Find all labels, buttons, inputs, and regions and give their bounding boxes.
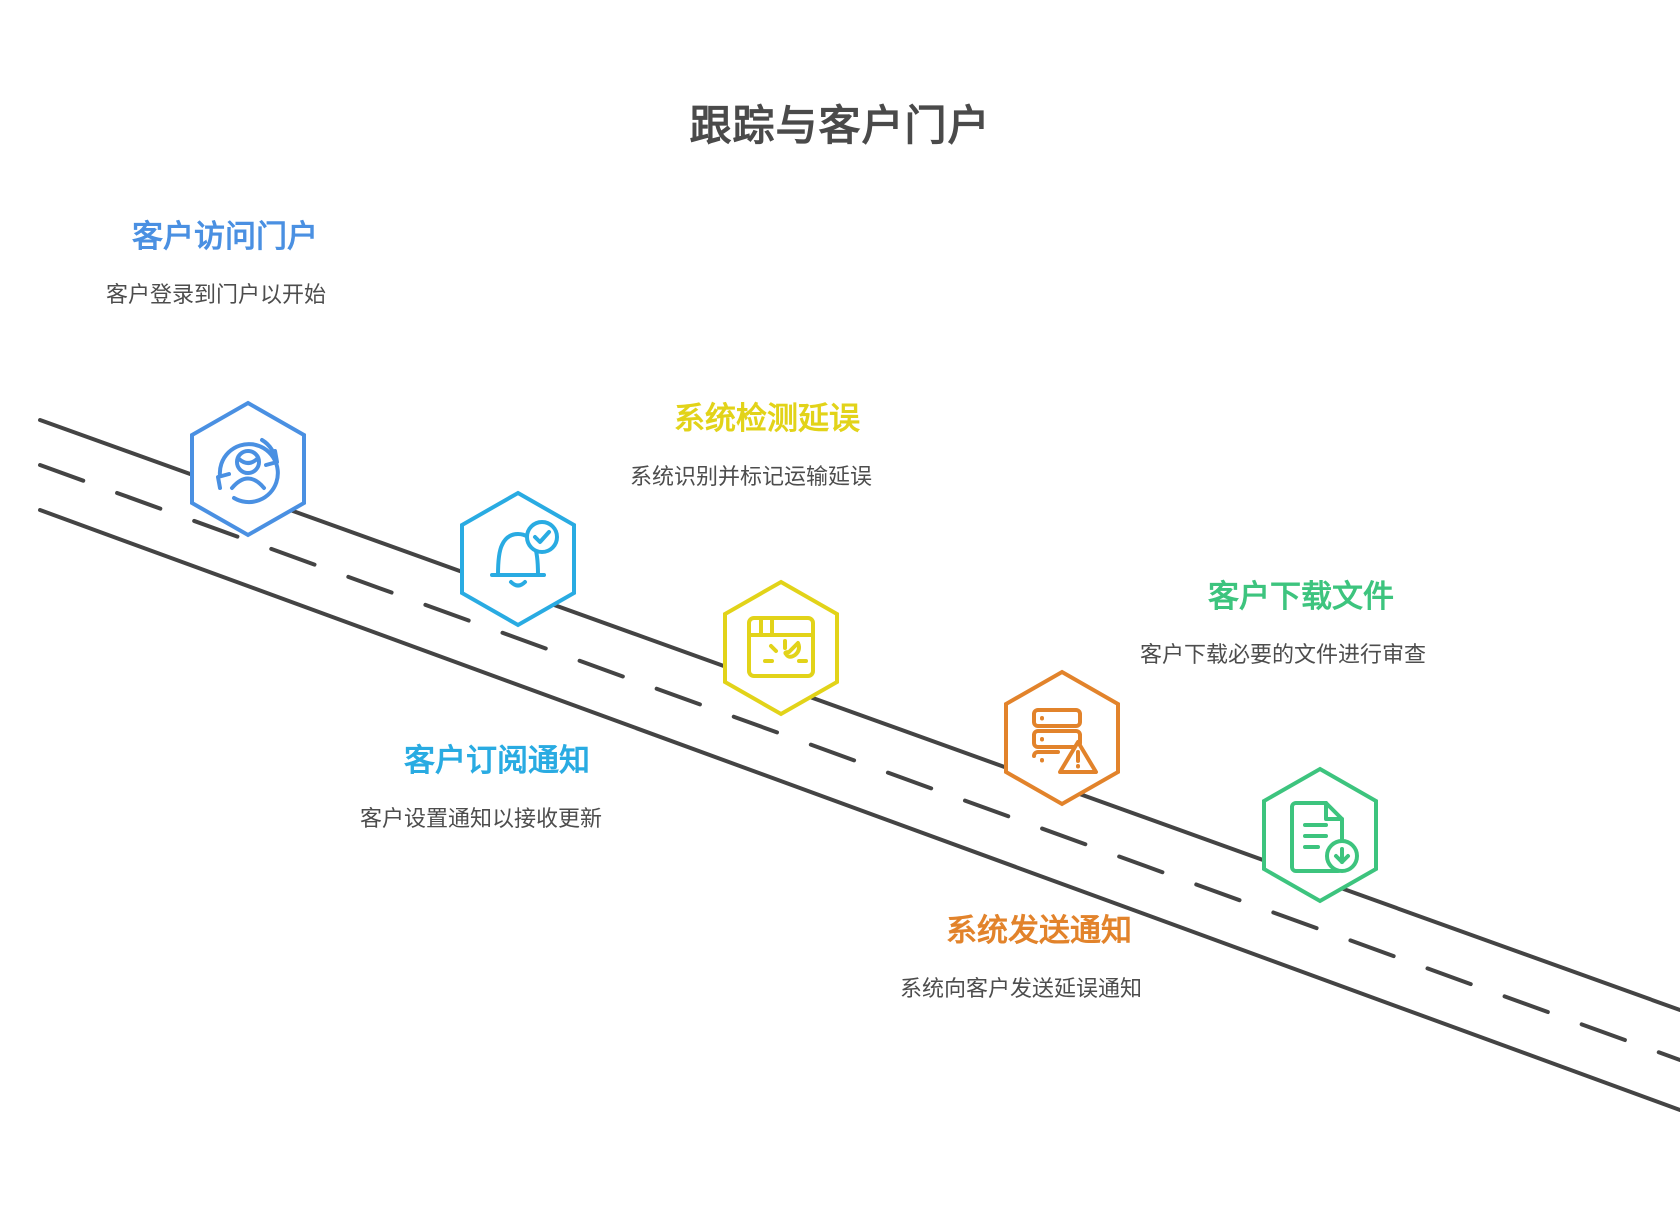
road-center-dash (38, 463, 1680, 1062)
step-title: 客户访问门户 (132, 219, 318, 254)
step-description: 客户下载必要的文件进行审查 (1140, 642, 1427, 668)
hexagon-outline (190, 400, 306, 538)
step-system-sends-notification: 系统发送通知 系统向客户发送延误通知 (900, 912, 1380, 1004)
road-edge-bottom (38, 508, 1680, 1112)
node-customer-accesses-portal[interactable] (186, 399, 310, 539)
hexagon-outline (723, 579, 839, 717)
node-system-detects-delay[interactable] (719, 578, 843, 718)
server-alert-icon (1032, 708, 1098, 774)
step-description: 客户登录到门户以开始 (106, 282, 327, 308)
step-customer-downloads-documents: 客户下载文件 客户下载必要的文件进行审查 (1140, 578, 1640, 670)
step-title: 客户下载文件 (1208, 579, 1394, 614)
step-description: 系统识别并标记运输延误 (630, 464, 873, 490)
user-refresh-icon (216, 438, 280, 505)
hexagon-outline (1004, 669, 1120, 807)
step-system-detects-delay: 系统检测延误 系统识别并标记运输延误 (630, 400, 1070, 492)
step-title: 客户订阅通知 (404, 743, 590, 778)
hexagon-outline (460, 490, 576, 628)
node-customer-downloads-documents[interactable] (1258, 765, 1382, 905)
step-title: 系统检测延误 (674, 401, 860, 436)
dashboard-window-icon (747, 616, 815, 678)
step-title: 系统发送通知 (946, 913, 1132, 948)
node-customer-subscribes-notifications[interactable] (456, 489, 580, 629)
node-system-sends-notification[interactable] (1000, 668, 1124, 808)
road-edge-top (38, 418, 1680, 1012)
page-title: 跟踪与客户门户 (689, 102, 991, 149)
step-customer-accesses-portal: 客户访问门户 客户登录到门户以开始 (106, 218, 526, 310)
step-description: 客户设置通知以接收更新 (360, 806, 603, 832)
bell-check-icon (490, 520, 559, 588)
document-download-icon (1290, 801, 1359, 873)
step-customer-subscribes-notifications: 客户订阅通知 客户设置通知以接收更新 (360, 742, 820, 834)
step-description: 系统向客户发送延误通知 (900, 976, 1143, 1002)
